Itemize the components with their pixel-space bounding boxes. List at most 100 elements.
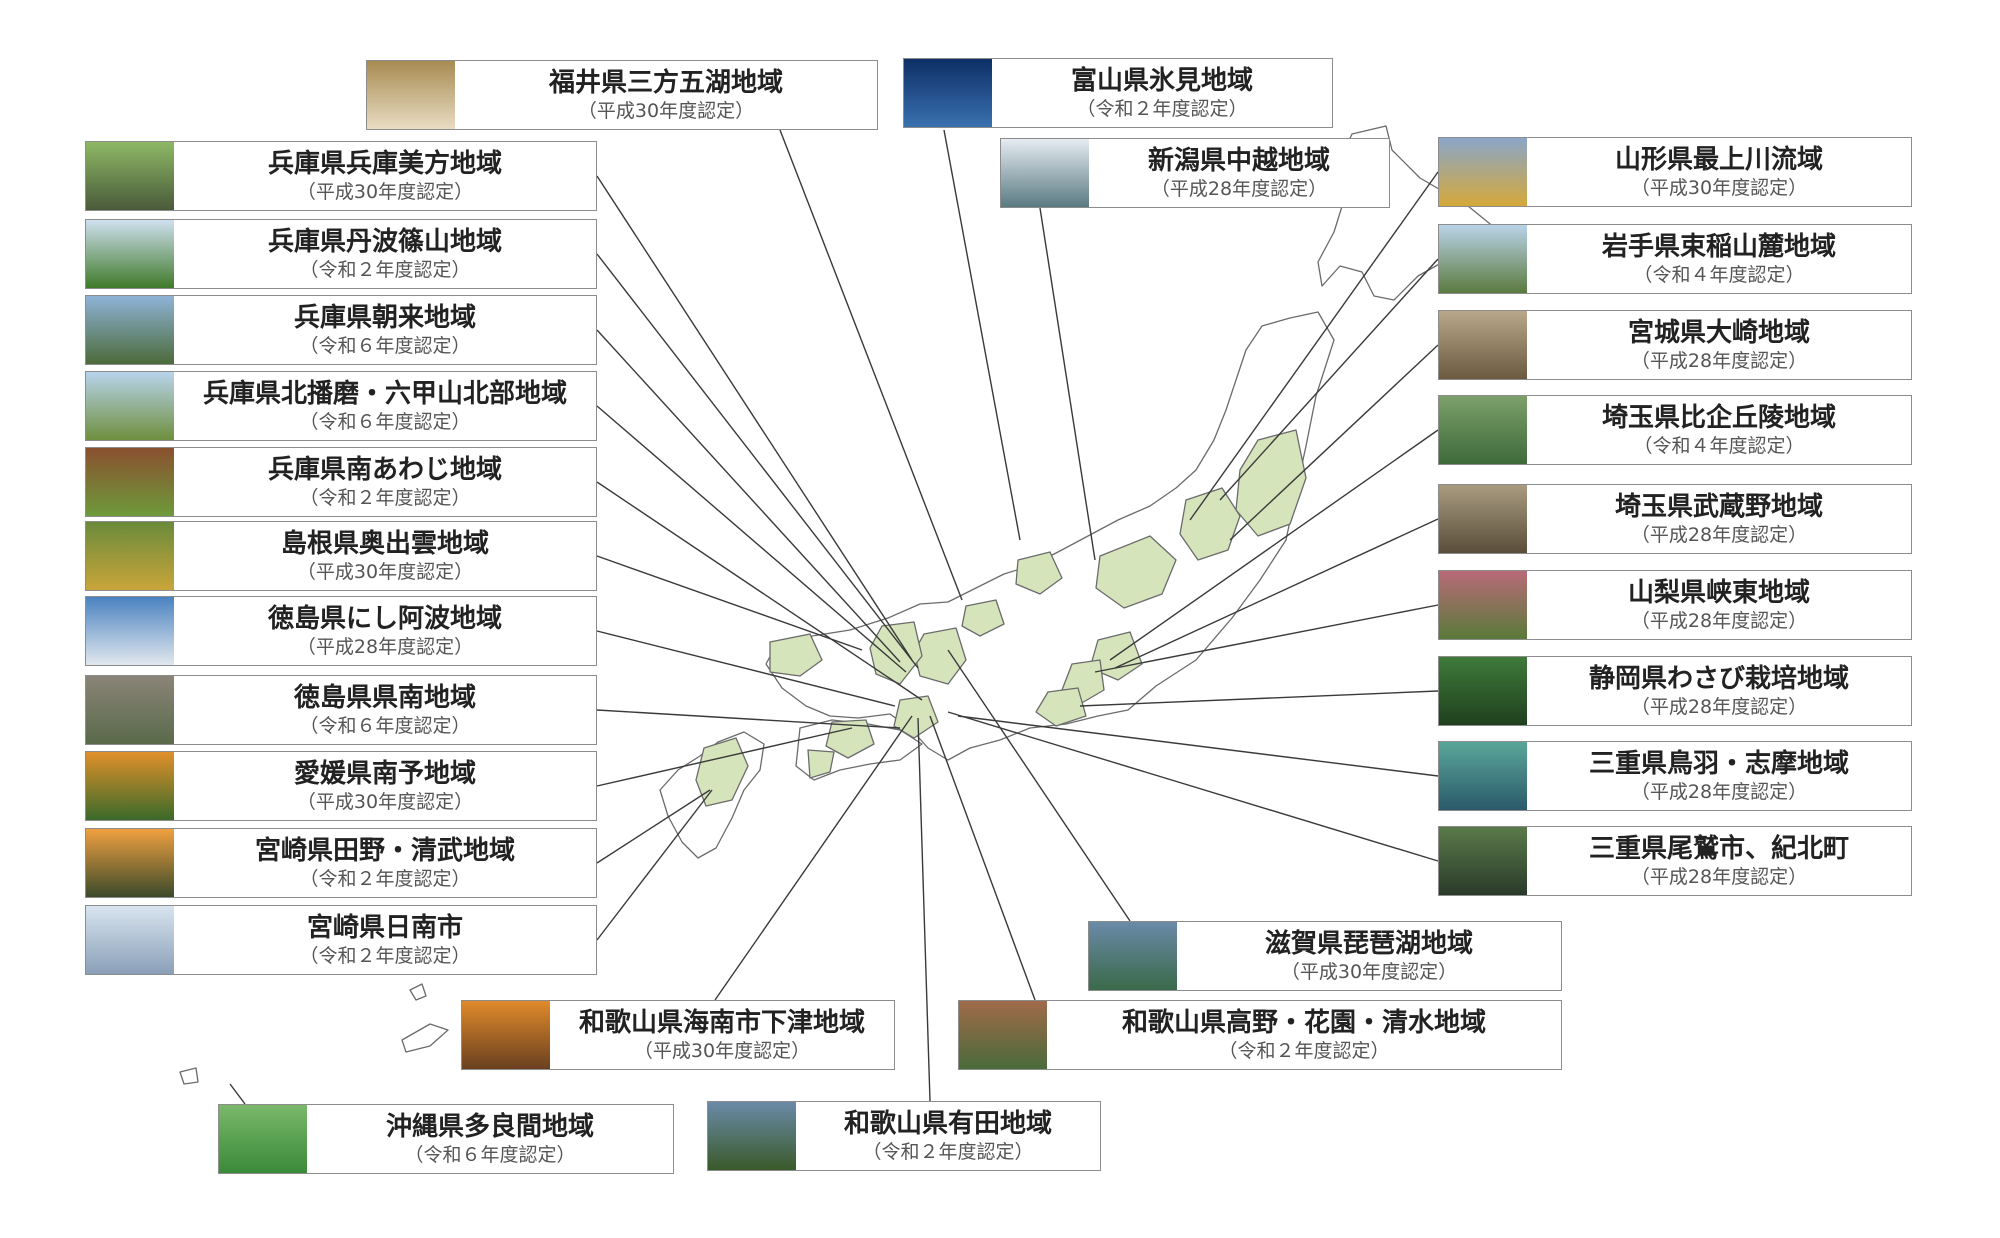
region-photo [86,142,174,210]
leader-line-saitama-musashino [1114,518,1439,669]
certification-year: （平成28年度認定） [1630,610,1808,632]
region-photo [1439,827,1527,895]
certification-year: （令和２年度認定） [1218,1040,1390,1062]
region-shape-niigata [1095,535,1177,609]
region-card-wakayama-shimotsu: 和歌山県海南市下津地域（平成30年度認定） [461,1000,895,1070]
region-card-text: 三重県鳥羽・志摩地域（平成28年度認定） [1527,742,1911,810]
region-photo [1439,742,1527,810]
region-photo [367,61,455,129]
certification-year: （平成28年度認定） [296,636,474,658]
region-photo [86,752,174,820]
region-photo [1439,225,1527,293]
region-card-text: 宮崎県日南市（令和２年度認定） [174,906,596,974]
region-card-niigata-chuetsu: 新潟県中越地域（平成28年度認定） [1000,138,1390,208]
region-name: 埼玉県武蔵野地域 [1614,492,1823,522]
region-photo [462,1001,550,1069]
leader-line-shiga-biwako [947,649,1131,922]
region-photo [1439,311,1527,379]
leader-line-tokushima-kennan [596,709,901,729]
region-card-wakayama-koya: 和歌山県高野・花園・清水地域（令和２年度認定） [958,1000,1562,1070]
leader-line-fukui-mikata [779,129,963,601]
region-card-saitama-musashino: 埼玉県武蔵野地域（平成28年度認定） [1438,484,1912,554]
region-name: 島根県奥出雲地域 [280,529,489,559]
region-shape-ehime [807,749,835,779]
region-photo [86,372,174,440]
region-card-text: 宮崎県田野・清武地域（令和２年度認定） [174,829,596,897]
leader-line-ehime-nanyo [596,727,853,787]
region-name: 沖縄県多良間地域 [385,1112,594,1142]
region-card-text: 宮城県大崎地域（平成28年度認定） [1527,311,1911,379]
region-card-saitama-hiki: 埼玉県比企丘陵地域（令和４年度認定） [1438,395,1912,465]
leader-line-wakayama-shimotsu [714,715,913,1001]
region-name: 三重県鳥羽・志摩地域 [1588,749,1849,779]
certification-year: （令和６年度認定） [299,715,471,737]
region-card-text: 兵庫県丹波篠山地域（令和２年度認定） [174,220,596,288]
region-name: 埼玉県比企丘陵地域 [1601,403,1836,433]
region-photo [86,906,174,974]
leader-lines [229,129,1439,1105]
leader-line-wakayama-koya [929,715,1036,1001]
region-card-text: 和歌山県海南市下津地域（平成30年度認定） [550,1001,894,1069]
leader-line-miyagi-osaki [1229,344,1439,541]
region-name: 新潟県中越地域 [1147,146,1330,176]
leader-line-okinawa-tarama [229,1083,246,1105]
region-name: 三重県尾鷲市、紀北町 [1588,834,1849,864]
region-name: 岩手県束稲山麓地域 [1601,232,1836,262]
region-card-text: 岩手県束稲山麓地域（令和４年度認定） [1527,225,1911,293]
region-card-text: 沖縄県多良間地域（令和６年度認定） [307,1105,673,1173]
region-card-tokushima-nishiawa: 徳島県にし阿波地域（平成28年度認定） [85,596,597,666]
region-card-text: 兵庫県朝来地域（令和６年度認定） [174,296,596,364]
region-name: 徳島県にし阿波地域 [267,604,502,634]
okinawa-island [401,1023,449,1053]
region-card-text: 滋賀県琵琶湖地域（平成30年度認定） [1177,922,1561,990]
region-name: 滋賀県琵琶湖地域 [1264,929,1473,959]
region-card-text: 愛媛県南予地域（平成30年度認定） [174,752,596,820]
region-name: 宮城県大崎地域 [1627,318,1810,348]
region-name: 福井県三方五湖地域 [548,68,783,98]
region-shape-shimane [769,633,823,677]
region-name: 宮崎県日南市 [306,913,463,943]
region-photo [86,522,174,590]
leader-line-saitama-hiki [1109,429,1439,661]
region-card-ehime-nanyo: 愛媛県南予地域（平成30年度認定） [85,751,597,821]
region-shape-shizuoka [1035,687,1087,727]
region-photo [86,448,174,516]
region-card-yamagata-mogami: 山形県最上川流域（平成30年度認定） [1438,137,1912,207]
region-name: 兵庫県丹波篠山地域 [267,227,502,257]
region-shape-wakayama [893,695,939,739]
certification-year: （平成30年度認定） [296,181,474,203]
leader-line-toyama-himi [943,129,1021,541]
sakishima-islet [179,1067,199,1085]
region-shape-tokushima [825,719,875,759]
region-card-text: 島根県奥出雲地域（平成30年度認定） [174,522,596,590]
leader-line-shimane-okuizumo [596,555,863,651]
region-photo [86,829,174,897]
region-card-hyogo-minamiawaji: 兵庫県南あわじ地域（令和２年度認定） [85,447,597,517]
region-name: 兵庫県兵庫美方地域 [267,149,502,179]
region-name: 山梨県峡東地域 [1627,578,1810,608]
region-name: 和歌山県高野・花園・清水地域 [1121,1008,1486,1038]
leader-line-hyogo-asago [596,329,901,663]
region-card-text: 埼玉県武蔵野地域（平成28年度認定） [1527,485,1911,553]
certification-year: （平成28年度認定） [1630,866,1808,888]
leader-line-miyazaki-tano [596,789,711,864]
region-card-text: 山形県最上川流域（平成30年度認定） [1527,138,1911,206]
leader-line-mie-toba [957,715,1439,777]
leader-line-hyogo-kitaharima [596,405,907,673]
certification-year: （令和２年度認定） [299,868,471,890]
region-photo [1439,657,1527,725]
region-shape-iwate-miyagi [1235,429,1307,537]
region-card-toyama-himi: 富山県氷見地域（令和２年度認定） [903,58,1333,128]
highlighted-regions [695,429,1307,807]
leader-line-wakayama-arida [917,717,931,1102]
region-card-text: 兵庫県兵庫美方地域（平成30年度認定） [174,142,596,210]
region-card-shimane-okuizumo: 島根県奥出雲地域（平成30年度認定） [85,521,597,591]
region-card-text: 山梨県峡東地域（平成28年度認定） [1527,571,1911,639]
certification-year: （平成30年度認定） [1280,961,1458,983]
leader-line-hyogo-tamba [596,253,919,669]
certification-year: （令和６年度認定） [404,1144,576,1166]
certification-year: （平成30年度認定） [577,100,755,122]
region-card-mie-owase: 三重県尾鷲市、紀北町（平成28年度認定） [1438,826,1912,896]
region-card-text: 和歌山県有田地域（令和２年度認定） [796,1102,1100,1170]
region-photo [1439,396,1527,464]
